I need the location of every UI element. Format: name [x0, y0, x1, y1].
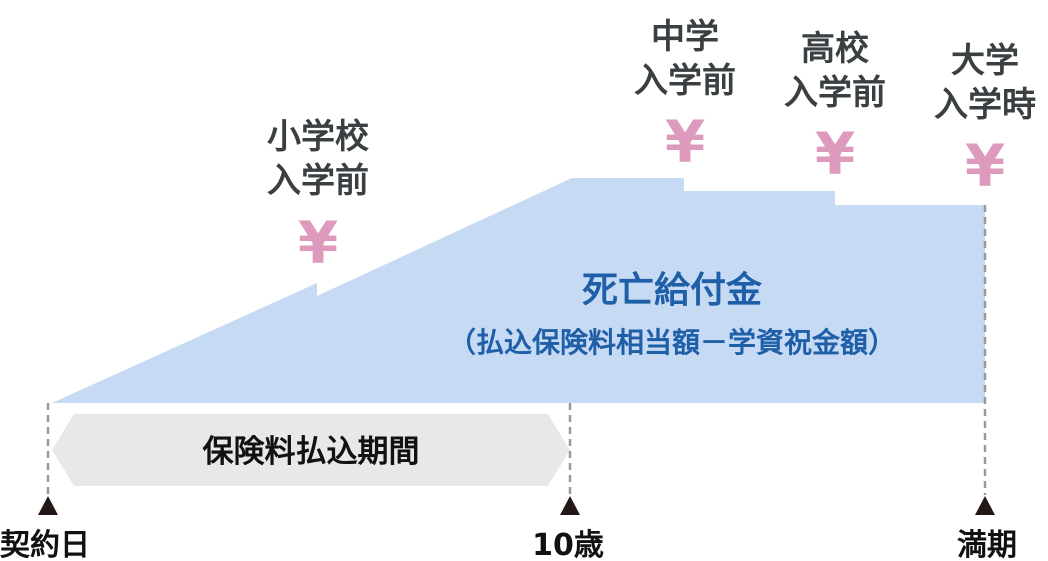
yen-icon: ¥ — [965, 132, 1005, 200]
premium-period-label: 保険料払込期間 — [203, 434, 420, 470]
timeline-end-label: 満期 — [957, 528, 1017, 561]
milestone-label: 中学 — [651, 17, 719, 57]
timeline-start-label: 契約日 — [0, 528, 90, 561]
milestone-label: 入学前 — [267, 161, 369, 201]
premium-period-band — [52, 414, 570, 486]
benefit-subtitle: （払込保険料相当額－学資祝金額） — [448, 326, 896, 359]
timeline-guides — [46, 205, 987, 495]
milestone-label: 入学時 — [934, 85, 1036, 125]
death-benefit-area — [52, 178, 985, 403]
yen-icon: ¥ — [815, 120, 855, 188]
milestone-label: 大学 — [951, 41, 1019, 81]
yen-icon: ¥ — [298, 209, 338, 277]
milestone-label: 入学前 — [634, 61, 736, 101]
marker-start-icon — [38, 496, 58, 515]
milestone-label: 高校 — [801, 29, 869, 69]
timeline-mid-label: 10歳 — [532, 528, 604, 561]
marker-end-icon — [975, 496, 995, 515]
milestone-label: 入学前 — [784, 73, 886, 113]
milestone-label: 小学校 — [267, 117, 369, 157]
yen-icon: ¥ — [665, 108, 705, 176]
benefit-title: 死亡給付金 — [582, 269, 763, 311]
marker-mid-icon — [560, 496, 580, 515]
